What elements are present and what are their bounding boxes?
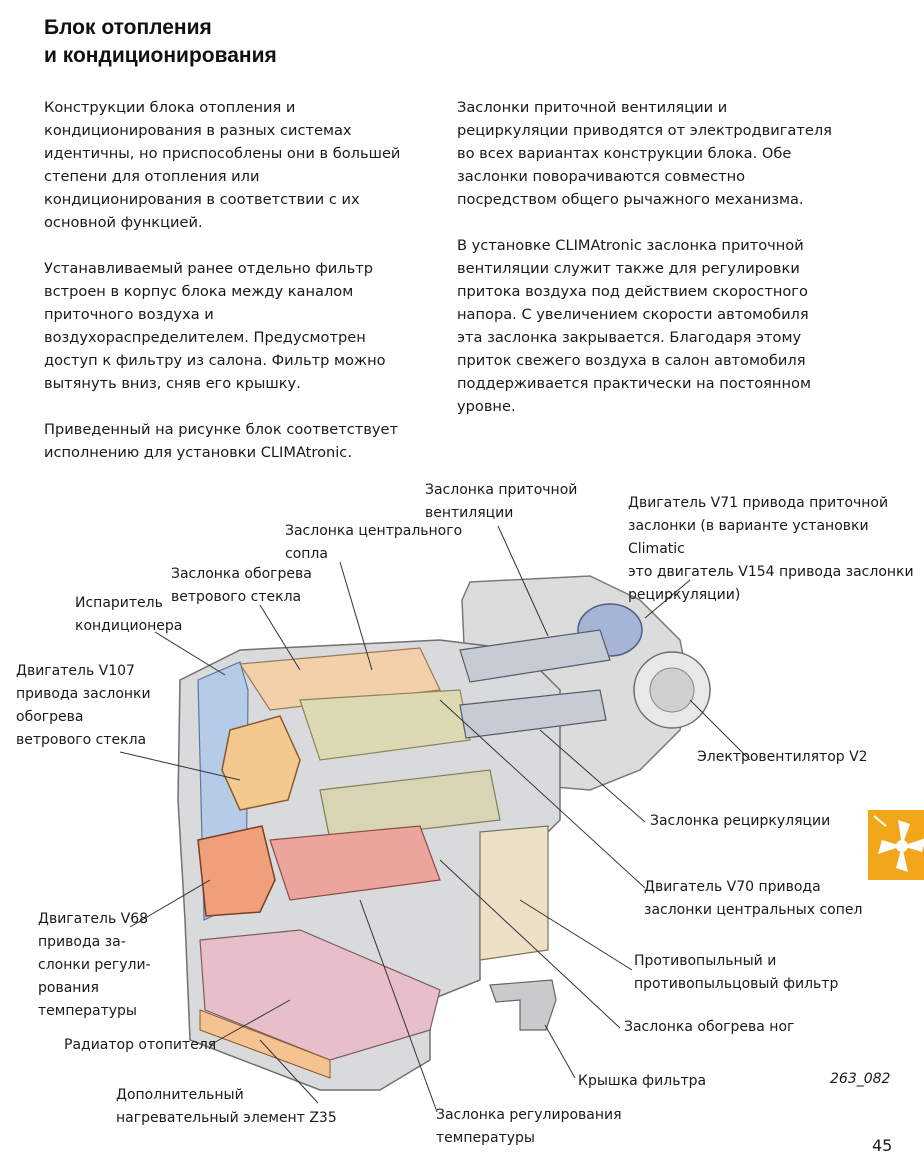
heater-element-z35 — [199, 1009, 331, 1079]
filter-cover — [489, 979, 557, 1031]
label-footwell-flap: Заслонка обогрева ног — [624, 1019, 795, 1035]
label-motor-v70: Двигатель V70 привода заслонки центральн… — [644, 879, 863, 918]
central-flap — [299, 689, 471, 761]
paragraph: В установке CLIMAtronic заслонка приточн… — [457, 237, 811, 415]
paragraph: Устанавливаемый ранее отдельно фильтр вс… — [44, 260, 386, 392]
label-motor-v71: Двигатель V71 привода приточной заслонки… — [628, 495, 914, 603]
label-heater-z35: Дополнительный нагревательный элемент Z3… — [116, 1087, 337, 1126]
recirc-duct — [459, 689, 607, 739]
label-temp-flap: Заслонка регулирования температуры — [436, 1107, 622, 1146]
page-number: 45 — [872, 1136, 893, 1155]
fan-icon — [868, 810, 924, 880]
label-defrost-flap: Заслонка обогрева ветрового стекла — [171, 566, 312, 605]
paragraph: Приведенный на рисунке блок соответствуе… — [44, 421, 399, 461]
motor-v68 — [197, 825, 276, 917]
heater-core — [269, 825, 441, 901]
label-motor-v68: Двигатель V68 привода за- слонки регули-… — [38, 911, 151, 1019]
paragraph: Конструкции блока отопления и кондициони… — [44, 99, 401, 231]
heater-tray — [199, 929, 441, 1061]
label-central-flap: Заслонка центрального сопла — [285, 523, 463, 562]
temperature-flap-cylinder — [319, 769, 501, 841]
label-heater-core: Радиатор отопителя — [64, 1037, 217, 1053]
fresh-air-duct — [459, 629, 611, 683]
left-text-column: Конструкции блока отопления и кондициони… — [44, 96, 414, 487]
page-title: Блок отопления и кондиционирования — [44, 16, 277, 67]
leader-lines — [119, 525, 751, 1113]
label-fresh-air-flap: Заслонка приточной вентиляции — [425, 482, 578, 521]
figure-code: 263_082 — [830, 1071, 891, 1087]
label-motor-v107: Двигатель V107 привода заслонки обогрева… — [16, 663, 151, 748]
label-recirc-flap: Заслонка рециркуляции — [650, 813, 831, 829]
label-pollen-filter: Противопыльный и противопыльцовый фильтр — [634, 953, 839, 992]
right-text-column: Заслонки приточной вентиляции и рециркул… — [457, 96, 837, 441]
motor-v107 — [221, 715, 301, 811]
paragraph: Заслонки приточной вентиляции и рециркул… — [457, 99, 832, 208]
label-blower-v2: Электровентилятор V2 — [697, 749, 868, 765]
pollen-filter — [479, 825, 549, 961]
label-filter-cover: Крышка фильтра — [578, 1073, 707, 1089]
label-evaporator: Испаритель кондиционера — [75, 595, 183, 634]
